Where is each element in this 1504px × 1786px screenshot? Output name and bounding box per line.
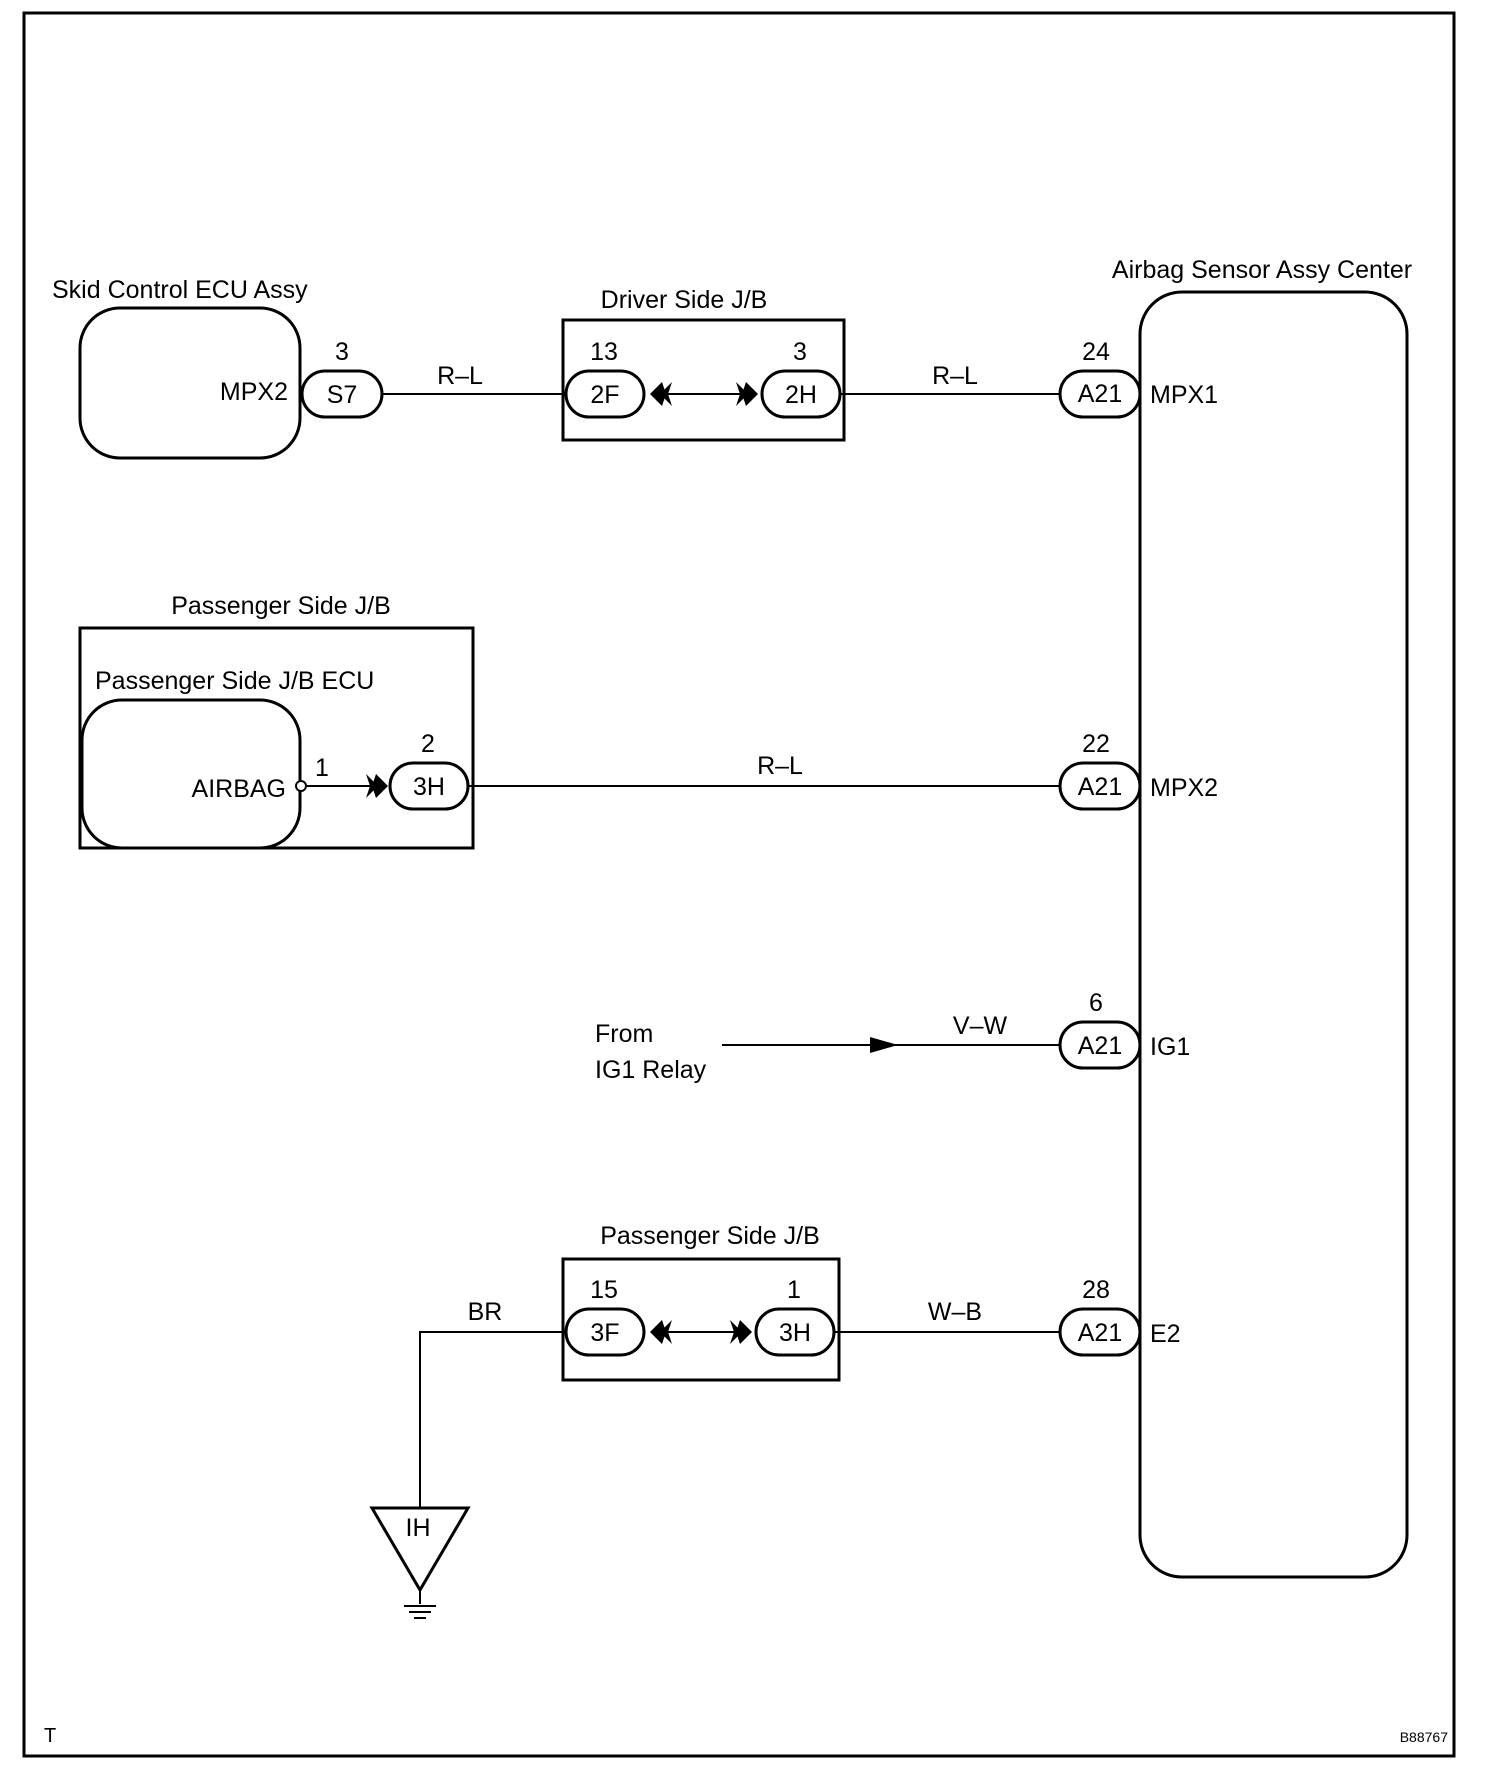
jb-3f-code: 3F [590,1319,619,1347]
airbag-sensor-box [1138,290,1409,1579]
ig1-source-line2: IG1 Relay [595,1056,707,1084]
wire-3f-ground [419,1331,566,1508]
a21-mpx2-pin: 22 [1082,730,1110,758]
chevron-left-icon [650,1320,672,1344]
chevron-left-icon [650,382,672,406]
ground-code: IH [406,1514,431,1542]
chevron-right-icon [736,382,758,406]
footer-left-mark: T [44,1725,56,1747]
ecu-pin-number: 1 [315,754,329,782]
airbag-terminal-e2: E2 [1150,1320,1181,1348]
a21-e2-pin: 28 [1082,1276,1110,1304]
jb-3f-pin: 15 [590,1276,618,1304]
a21-mpx2-code: A21 [1078,773,1122,801]
passenger-jb-top-title: Passenger Side J/B [171,592,391,620]
jb-2f-connector [564,369,646,419]
ig1-source-line1: From [595,1020,653,1048]
jb-2f-pin: 13 [590,338,618,366]
chevron-right-icon [366,774,388,798]
driver-jb-box [561,318,846,442]
airbag-terminal-ig1: IG1 [1150,1033,1190,1061]
airbag-terminal-mpx2: MPX2 [1150,774,1218,802]
a21-mpx1-connector [1058,369,1142,419]
a21-mpx1-code: A21 [1078,380,1122,408]
a21-mpx1-pin: 24 [1082,338,1110,366]
diagram-frame [22,11,1456,1758]
a21-mpx2-connector [1058,761,1142,811]
passenger-ecu-terminal: AIRBAG [192,775,286,803]
chevron-right-icon [730,1320,752,1344]
passenger-jb-top-box [78,626,475,850]
a21-ig1-pin: 6 [1089,989,1103,1017]
skid-ecu-terminal: MPX2 [220,378,288,406]
wire-w6-label: W–B [928,1298,982,1326]
jb-3h-top-pin: 2 [421,730,435,758]
s7-code: S7 [327,381,358,409]
ground-icon [404,1605,436,1619]
wire-w1-label: R–L [437,362,483,390]
a21-e2-code: A21 [1078,1319,1122,1347]
ecu-terminal-node [295,780,307,792]
jb-2h-code: 2H [785,381,817,409]
ground-point-box [369,1506,471,1593]
arrow-right-icon [870,1037,898,1053]
jb-3h-bottom-pin: 1 [787,1276,801,1304]
jb-2h-pin: 3 [793,338,807,366]
jb-2f-code: 2F [590,381,619,409]
a21-e2-connector [1058,1307,1142,1357]
wire-w3-label: R–L [757,752,803,780]
wire-w2-label: R–L [932,362,978,390]
passenger-jb-bottom-box [561,1257,841,1382]
wire-w4-label: V–W [953,1012,1008,1040]
airbag-terminal-mpx1: MPX1 [1150,381,1218,409]
skid-ecu-title: Skid Control ECU Assy [52,276,308,304]
a21-ig1-code: A21 [1078,1032,1122,1060]
figure-code: B88767 [1400,1729,1448,1745]
passenger-jb-ecu-title: Passenger Side J/B ECU [95,667,374,695]
jb-3h-bottom-code: 3H [779,1319,811,1347]
passenger-jb-bottom-title: Passenger Side J/B [600,1222,820,1250]
jb-3h-top-code: 3H [413,773,445,801]
a21-ig1-connector [1058,1020,1142,1070]
driver-jb-title: Driver Side J/B [601,286,768,314]
passenger-jb-ecu-box [80,698,302,850]
wire-w5-label: BR [468,1298,503,1326]
skid-ecu-box [78,306,302,460]
s7-pin: 3 [335,338,349,366]
airbag-sensor-title: Airbag Sensor Assy Center [1112,256,1412,284]
